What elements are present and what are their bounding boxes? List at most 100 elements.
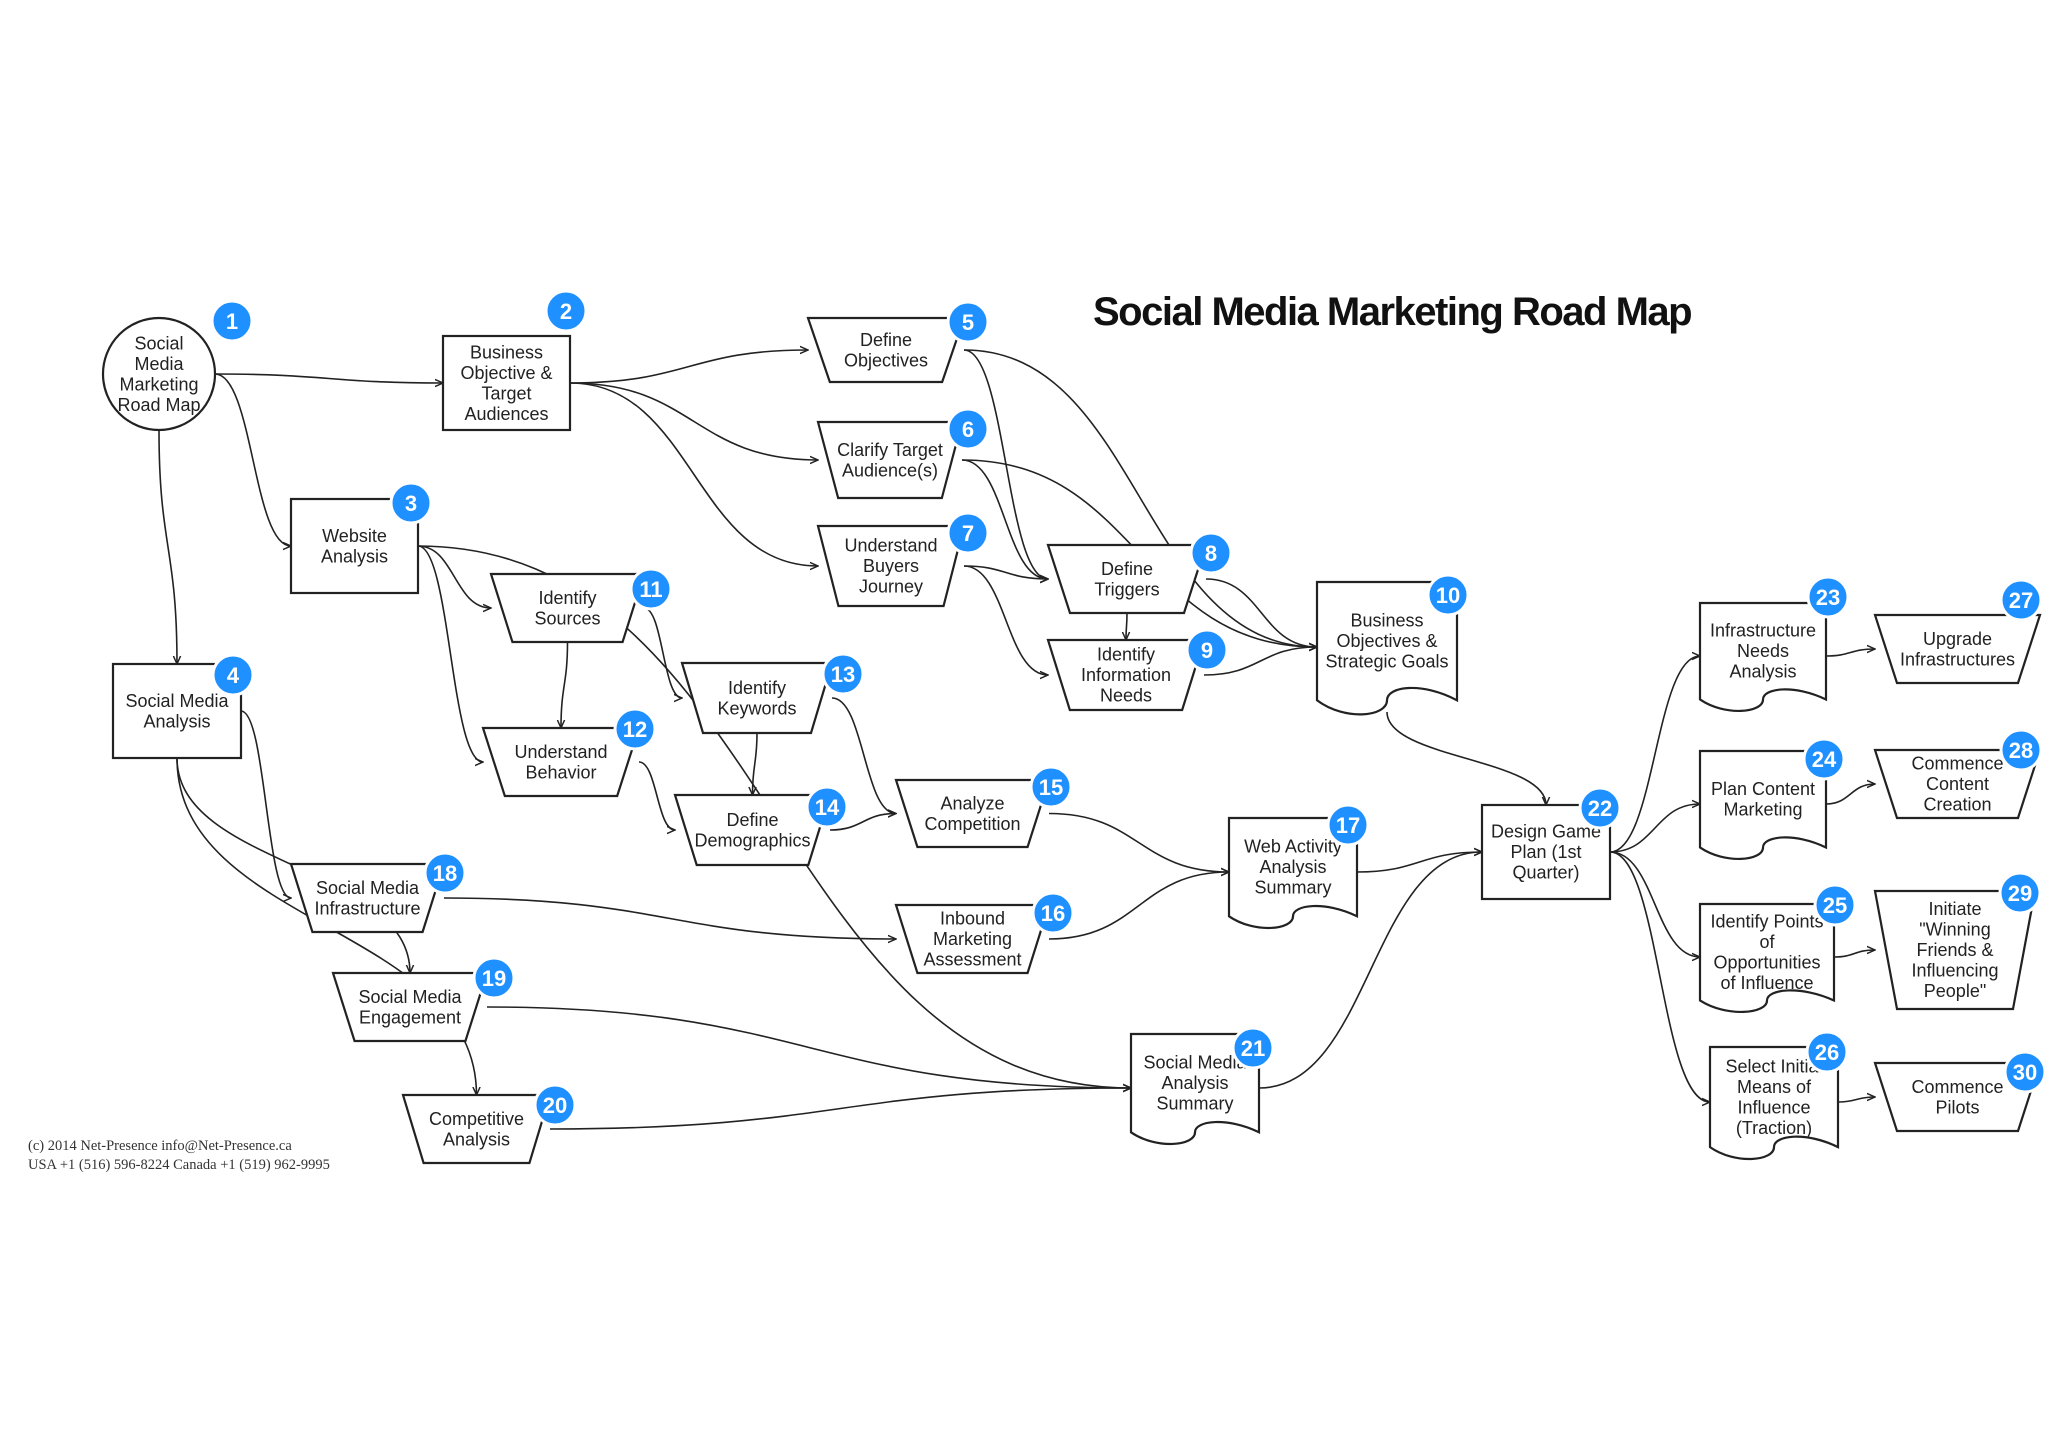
step-label-line: Pilots [1935,1097,1979,1117]
step-label-line: Social Media [1143,1053,1247,1073]
connector-11-to-13 [643,607,682,698]
badge-number: 25 [1823,893,1847,918]
step-label-line: Business [470,342,543,362]
badge-circle [1189,531,1233,575]
connector-1-to-2 [214,373,443,383]
badge-number: 5 [962,310,974,335]
step-label-line: Analysis [321,546,388,566]
step-number-badge: 7 [946,511,990,555]
step-label-line: Creation [1923,795,1991,815]
connector-10-to-22 [1386,711,1546,805]
badge-number: 22 [1588,796,1612,821]
step-label-line: Analysis [1259,857,1326,877]
badge-circle [389,481,433,525]
badge-number: 11 [639,577,662,602]
step-label-line: Commence [1911,1077,2003,1097]
step-number-badge: 14 [805,785,849,829]
connector-17-to-22 [1356,852,1482,873]
badge-circle [1805,1030,1849,1074]
connector-2-to-7 [569,382,818,566]
step-label-line: Road Map [117,395,200,415]
connector-18-to-16 [443,897,896,939]
step-shape [1046,638,1206,712]
step-label-line: Audiences [464,404,548,424]
badge-number: 15 [1039,775,1063,800]
step-shape [894,778,1051,849]
step-number-badge: 29 [1998,871,2042,915]
step-number-badge: 13 [821,652,865,696]
badge-circle [1813,883,1857,927]
connector-6-to-8 [961,459,1048,579]
badge-number: 23 [1816,585,1840,610]
step-label-line: Infrastructures [1900,649,2015,669]
badge-number: 13 [831,662,855,687]
step-number-badge: 20 [533,1083,577,1127]
step-number-badge: 6 [946,407,990,451]
badge-circle [946,511,990,555]
step-shape [1046,543,1208,615]
step-label-line: Buyers [863,556,919,576]
step-shape [1129,1032,1261,1146]
badge-circle [1326,803,1370,847]
connector-9-to-10 [1203,647,1317,676]
step-number-badge: 4 [211,653,255,697]
step-label-line: Select Initial [1725,1056,1822,1076]
step-shape [1227,816,1359,930]
step-number-badge: 12 [613,707,657,751]
step-shape [1873,889,2037,1011]
badge-number: 4 [227,663,240,688]
connector-20-to-21 [549,1088,1131,1130]
step-label-line: Initiate [1928,899,1981,919]
step-number-badge: 19 [472,956,516,1000]
step-number-badge: 23 [1806,575,1850,619]
step-label-line: Marketing [1723,799,1802,819]
step-label-line: Keywords [717,698,796,718]
connector-5-to-10 [963,349,1317,647]
badge-circle [533,1083,577,1127]
diagram-title: Social Media Marketing Road Map [1093,290,1691,334]
step-label-line: Social [134,333,183,353]
step-shape [894,903,1051,975]
step-label-line: Analysis [1161,1073,1228,1093]
badge-circle [946,407,990,451]
connector-22-to-25 [1609,851,1700,957]
step-shape [289,862,446,934]
step-number-badge: 27 [1999,578,2043,622]
